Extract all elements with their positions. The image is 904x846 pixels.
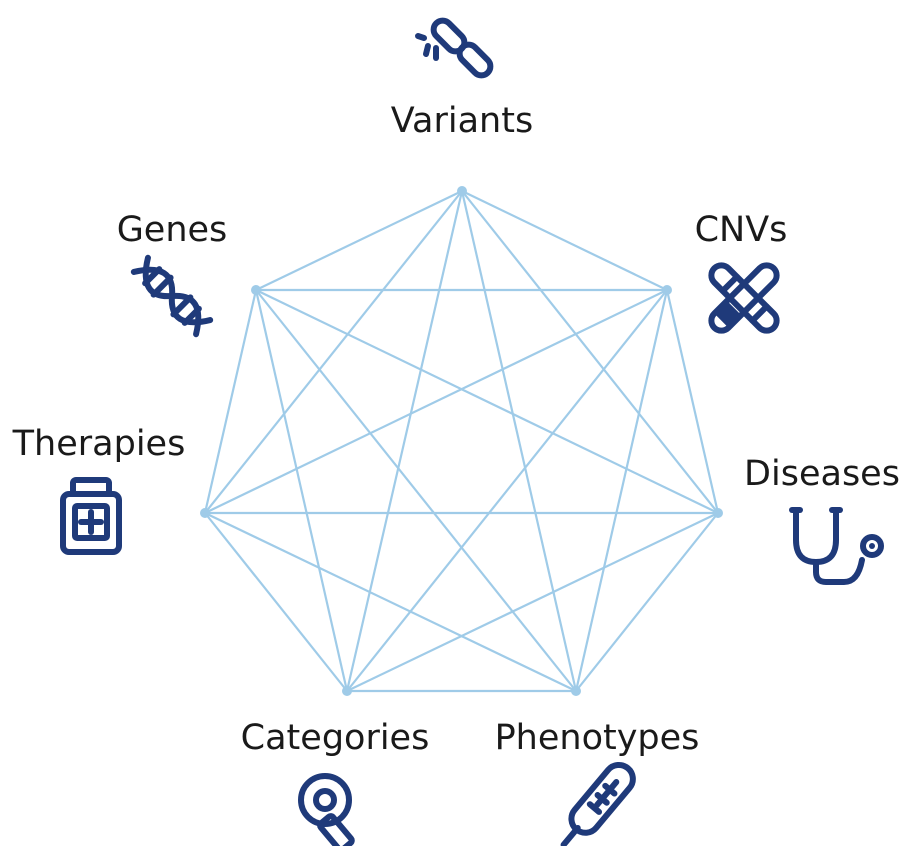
vertex-diseases bbox=[713, 508, 723, 518]
node-label-therapies: Therapies bbox=[12, 424, 186, 464]
node-label-variants: Variants bbox=[391, 101, 533, 141]
edge-variants-genes bbox=[255, 190, 463, 291]
edge-diseases-genes bbox=[255, 289, 719, 514]
vertex-genes bbox=[251, 285, 261, 295]
node-label-cnvs: CNVs bbox=[695, 210, 788, 250]
edge-variants-categories bbox=[345, 190, 464, 692]
edge-cnvs-diseases bbox=[665, 289, 720, 514]
edge-cnvs-therapies bbox=[204, 289, 668, 514]
medicine-jar-icon bbox=[60, 477, 122, 555]
edge-variants-cnvs bbox=[461, 190, 668, 291]
thermometer-icon bbox=[560, 761, 636, 846]
chromosome-icon bbox=[708, 262, 780, 334]
edge-variants-phenotypes bbox=[460, 190, 578, 692]
vertex-variants bbox=[457, 186, 467, 196]
vertex-cnvs bbox=[662, 285, 672, 295]
edge-phenotypes-genes bbox=[255, 289, 577, 692]
node-label-genes: Genes bbox=[117, 210, 228, 250]
edge-cnvs-phenotypes bbox=[574, 289, 669, 692]
graph-vertices bbox=[200, 186, 723, 696]
vertex-therapies bbox=[200, 508, 210, 518]
stethoscope-icon bbox=[789, 507, 884, 585]
edge-diseases-categories bbox=[346, 512, 719, 692]
edge-categories-therapies bbox=[204, 512, 348, 692]
edge-variants-therapies bbox=[204, 190, 463, 514]
vertex-phenotypes bbox=[571, 686, 581, 696]
node-label-phenotypes: Phenotypes bbox=[495, 718, 700, 758]
edge-categories-genes bbox=[254, 289, 349, 692]
edge-variants-diseases bbox=[461, 190, 719, 514]
magnifier-tag-icon bbox=[298, 773, 355, 846]
node-label-categories: Categories bbox=[241, 718, 430, 758]
edge-phenotypes-therapies bbox=[204, 512, 577, 692]
graph-edges bbox=[203, 190, 720, 693]
broken-link-icon bbox=[415, 17, 494, 79]
edge-therapies-genes bbox=[203, 289, 258, 514]
edge-diseases-phenotypes bbox=[575, 512, 719, 692]
vertex-categories bbox=[342, 686, 352, 696]
edge-cnvs-categories bbox=[346, 289, 668, 692]
node-label-diseases: Diseases bbox=[744, 454, 900, 494]
dna-icon bbox=[130, 254, 214, 338]
